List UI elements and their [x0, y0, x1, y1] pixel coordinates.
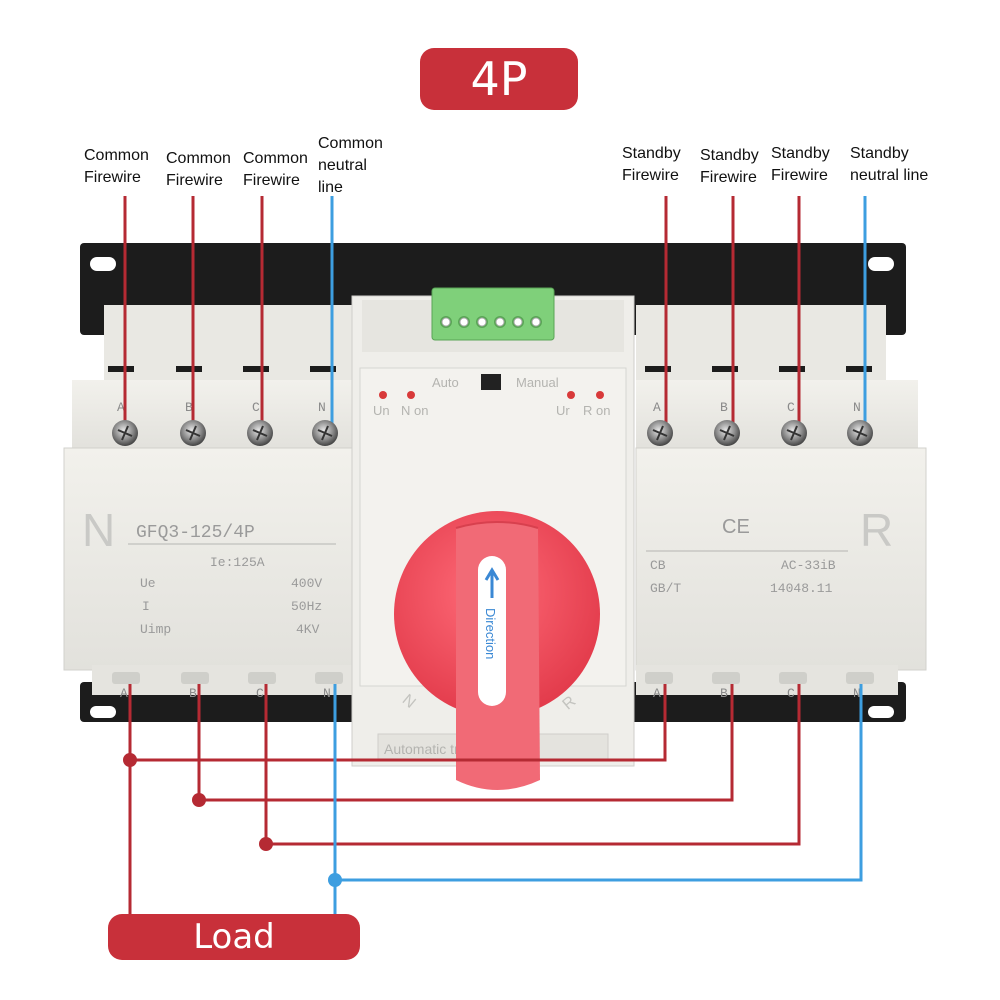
spec-value: 4KV [296, 622, 320, 637]
terminal-letters-top: A B C N A B C N [117, 400, 861, 415]
mode-auto-label: Auto [432, 375, 459, 390]
spec-label: I [142, 599, 150, 614]
terminal-letter: C [256, 686, 264, 701]
top-slots [108, 366, 872, 372]
wiring [123, 196, 867, 914]
source-n-letter: N [82, 504, 115, 556]
led-ur-indicator [567, 391, 575, 399]
bridge-wire-c [264, 684, 801, 846]
bridge-wire-b [197, 684, 734, 802]
direction-label: Direction [483, 608, 498, 659]
terminal-letter: B [189, 686, 197, 701]
spec-value: 50Hz [291, 599, 322, 614]
led-label: Un [373, 403, 390, 418]
led-label: Ur [556, 403, 570, 418]
right-nameplate: CE CB AC-33iB GB/T 14048.11 [646, 516, 848, 596]
screw-icon [180, 420, 206, 446]
led-label: N on [401, 403, 428, 418]
terminal-letter: A [653, 686, 661, 701]
screw-icon [847, 420, 873, 446]
direction-label-plate [478, 556, 506, 706]
left-nameplate: GFQ3-125/4P Ie:125A Ue 400V I 50Hz Uimp … [128, 523, 336, 637]
led-un-indicator [379, 391, 387, 399]
screw-icon [247, 420, 273, 446]
cert-label: GB/T [650, 581, 681, 596]
terminal-letter: C [787, 400, 795, 415]
terminal-block [431, 287, 555, 341]
terminal-letter: N [853, 686, 861, 701]
ce-mark: CE [722, 516, 750, 538]
spec-label: Ue [140, 576, 156, 591]
terminal-letter: B [185, 400, 193, 415]
bridge-wire-a [130, 684, 667, 762]
model-text: GFQ3-125/4P [136, 523, 255, 543]
rated-current-text: Ie:125A [210, 555, 265, 570]
terminal-letter: B [720, 400, 728, 415]
load-badge: Load [108, 914, 360, 960]
led-n-on-indicator [407, 391, 415, 399]
junction-dots [123, 753, 342, 887]
terminal-screws [112, 420, 873, 446]
mode-selector-switch[interactable] [481, 374, 501, 390]
terminal-letter: A [120, 686, 128, 701]
cert-value: 14048.11 [770, 581, 833, 596]
terminal-letter: B [720, 686, 728, 701]
screw-icon [781, 420, 807, 446]
terminal-letter: N [323, 686, 331, 701]
terminal-letter: C [252, 400, 260, 415]
right-module [635, 305, 927, 695]
cert-label: CB [650, 558, 666, 573]
cert-value: AC-33iB [781, 558, 836, 573]
screw-icon [714, 420, 740, 446]
title-badge-4p: 4P [420, 48, 578, 110]
terminal-letters-bottom: A B C N A B C N [120, 686, 861, 701]
source-r-letter: R [860, 504, 893, 556]
spec-label: Uimp [140, 622, 171, 637]
spec-value: 400V [291, 576, 322, 591]
bridge-wire-n [335, 684, 863, 882]
rotary-knob[interactable]: Direction [394, 511, 600, 790]
terminal-letter: N [853, 400, 861, 415]
led-r-on-indicator [596, 391, 604, 399]
terminal-letter: A [117, 400, 125, 415]
terminal-letter: A [653, 400, 661, 415]
bottom-terminals [112, 672, 874, 684]
screw-icon [112, 420, 138, 446]
terminal-letter: C [787, 686, 795, 701]
terminal-letter: N [318, 400, 326, 415]
screw-icon [312, 420, 338, 446]
left-module [63, 305, 355, 695]
led-label: R on [583, 403, 610, 418]
mode-manual-label: Manual [516, 375, 559, 390]
direction-arrow-icon [484, 567, 500, 598]
screw-icon [647, 420, 673, 446]
